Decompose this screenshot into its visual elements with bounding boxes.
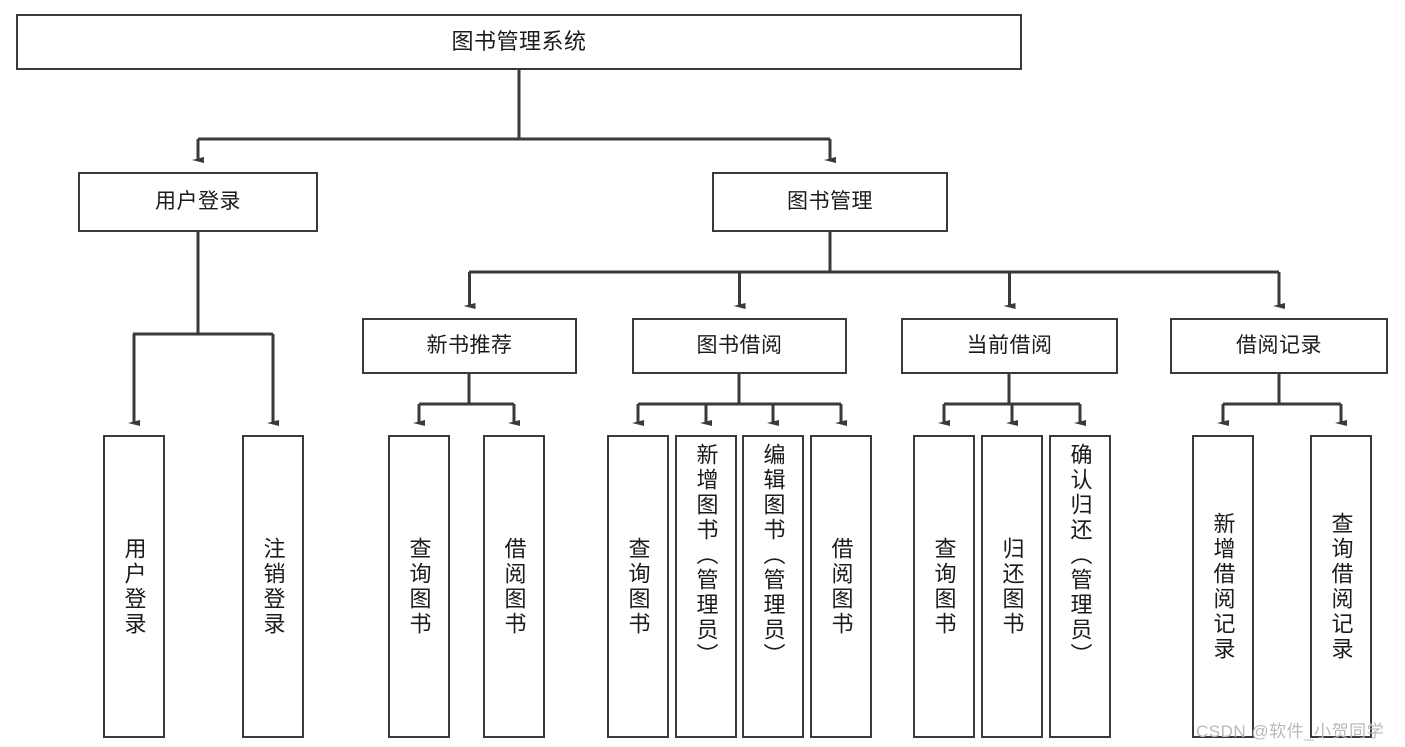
node-leaf-查询图书[interactable]: 查询图书 — [913, 435, 975, 738]
node-leaf-确认归还管理员[interactable]: 确认归还（管理员） — [1049, 435, 1111, 738]
node-label: 借阅图书 — [828, 536, 854, 637]
node-label: 注销登录 — [260, 536, 286, 637]
node-label: 新增借阅记录 — [1210, 511, 1236, 662]
node-root-图书管理系统[interactable]: 图书管理系统 — [16, 14, 1022, 70]
node-leaf-借阅图书[interactable]: 借阅图书 — [483, 435, 545, 738]
node-label: 借阅记录 — [1236, 333, 1322, 357]
node-leaf-查询图书[interactable]: 查询图书 — [388, 435, 450, 738]
node-label: 查询借阅记录 — [1328, 511, 1354, 662]
node-level2-用户登录[interactable]: 用户登录 — [78, 172, 318, 232]
node-level3-借阅记录[interactable]: 借阅记录 — [1170, 318, 1388, 374]
node-label: 新增图书（管理员） — [693, 443, 719, 668]
node-leaf-新增借阅记录[interactable]: 新增借阅记录 — [1192, 435, 1254, 738]
node-leaf-归还图书[interactable]: 归还图书 — [981, 435, 1043, 738]
node-label: 用户登录 — [121, 536, 147, 637]
node-leaf-用户登录[interactable]: 用户登录 — [103, 435, 165, 738]
node-label: 借阅图书 — [501, 536, 527, 637]
node-label: 图书管理系统 — [451, 29, 587, 55]
node-level2-图书管理[interactable]: 图书管理 — [712, 172, 948, 232]
node-label: 归还图书 — [999, 536, 1025, 637]
node-label: 图书管理 — [787, 189, 873, 213]
node-label: 图书借阅 — [696, 333, 783, 357]
node-label: 查询图书 — [931, 536, 957, 637]
node-level3-图书借阅[interactable]: 图书借阅 — [632, 318, 847, 374]
node-leaf-借阅图书[interactable]: 借阅图书 — [810, 435, 872, 738]
node-label: 查询图书 — [406, 536, 432, 637]
node-leaf-编辑图书管理员[interactable]: 编辑图书（管理员） — [742, 435, 804, 738]
node-leaf-查询借阅记录[interactable]: 查询借阅记录 — [1310, 435, 1372, 738]
node-leaf-查询图书[interactable]: 查询图书 — [607, 435, 669, 738]
node-leaf-新增图书管理员[interactable]: 新增图书（管理员） — [675, 435, 737, 738]
node-leaf-注销登录[interactable]: 注销登录 — [242, 435, 304, 738]
node-label: 当前借阅 — [966, 333, 1053, 357]
node-label: 编辑图书（管理员） — [760, 443, 786, 668]
node-label: 查询图书 — [625, 536, 651, 637]
node-label: 用户登录 — [155, 189, 241, 213]
node-label: 确认归还（管理员） — [1067, 443, 1093, 668]
node-level3-当前借阅[interactable]: 当前借阅 — [901, 318, 1118, 374]
node-level3-新书推荐[interactable]: 新书推荐 — [362, 318, 577, 374]
node-label: 新书推荐 — [426, 333, 513, 357]
